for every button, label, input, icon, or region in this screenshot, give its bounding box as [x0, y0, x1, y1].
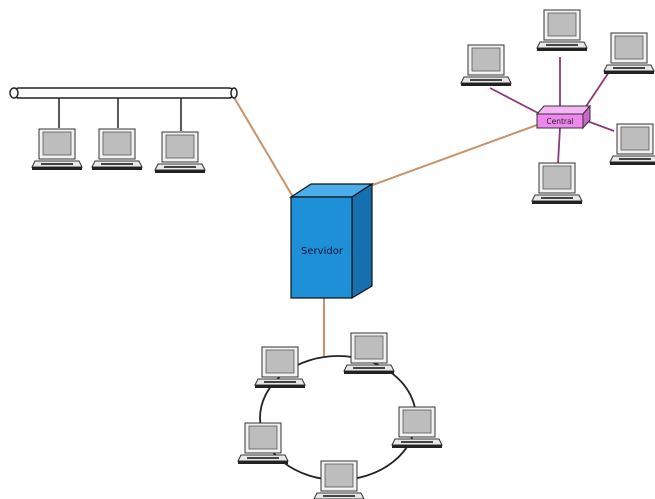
computer-icon — [536, 9, 588, 52]
bus-cable-end-icon — [230, 87, 238, 99]
computer-icon — [31, 128, 83, 171]
computer-icon — [391, 406, 443, 449]
computer-icon — [313, 460, 365, 499]
bus-cable-end-icon — [9, 87, 19, 99]
hub-icon — [535, 104, 592, 130]
computer-icon — [460, 44, 512, 87]
hub-label: Central — [546, 117, 573, 126]
computer-icon — [609, 123, 655, 166]
computer-icon — [343, 332, 395, 375]
computer-icon — [603, 32, 655, 75]
computer-icon — [154, 131, 206, 174]
computer-icon — [237, 422, 289, 465]
bus-cable — [13, 87, 235, 99]
link-bus-server — [231, 93, 294, 198]
ring-network — [237, 332, 443, 499]
computer-icon — [254, 346, 306, 389]
star-network: Central — [460, 9, 655, 205]
bus-network — [9, 87, 238, 174]
server-icon — [288, 182, 375, 300]
link-hub-server — [369, 124, 538, 187]
computer-icon — [91, 128, 143, 171]
computer-icon — [531, 162, 583, 205]
server-label: Servidor — [301, 246, 344, 257]
